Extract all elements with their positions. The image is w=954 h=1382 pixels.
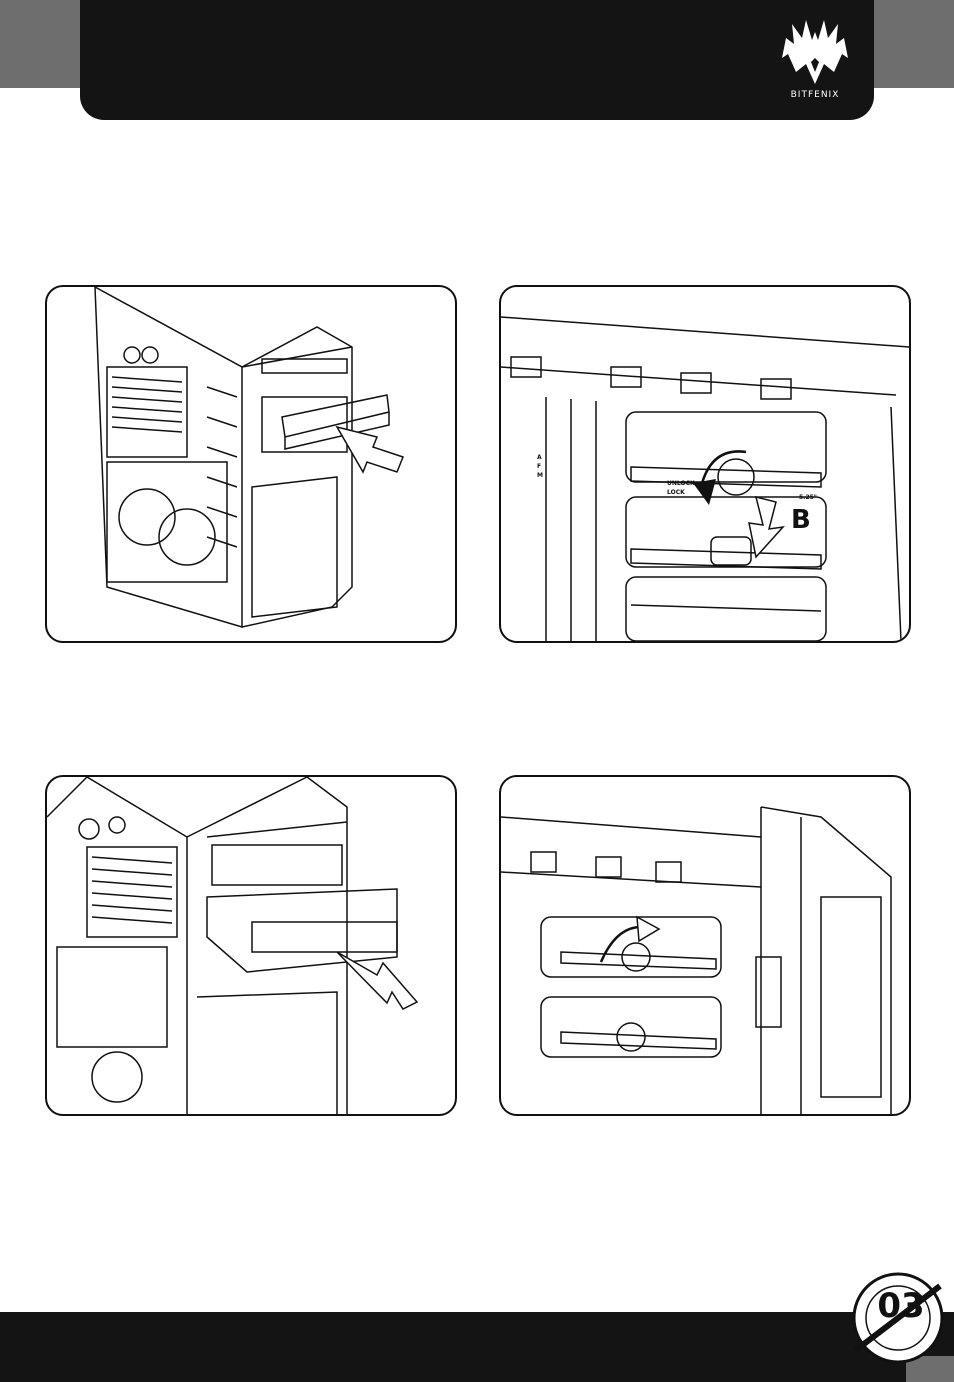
side-letter-f: F xyxy=(537,463,541,470)
lock-clip-illustration xyxy=(501,777,909,1114)
insert-drive-illustration xyxy=(47,777,455,1114)
page-number: 03 xyxy=(866,1286,936,1326)
case-remove-cover-illustration xyxy=(47,287,455,641)
panel-step-4 xyxy=(499,775,911,1116)
panel-step-2: UNLOCK LOCK 5.25" A F M B xyxy=(499,285,911,643)
callout-b: B xyxy=(791,505,811,535)
panel-step-1 xyxy=(45,285,457,643)
unlock-clip-illustration: UNLOCK LOCK 5.25" A F M xyxy=(501,287,909,641)
header-bar: BITFENIX xyxy=(80,0,874,120)
panel-step-3 xyxy=(45,775,457,1116)
logo-text: BITFENIX xyxy=(778,90,852,100)
footer-bar xyxy=(0,1312,954,1382)
unlock-label: UNLOCK xyxy=(667,480,695,487)
side-letter-a: A xyxy=(537,454,542,461)
side-letter-m: M xyxy=(537,472,543,479)
lock-label: LOCK xyxy=(667,489,685,496)
size-label: 5.25" xyxy=(799,494,817,501)
header-gray-right xyxy=(874,0,954,88)
header-gray-left xyxy=(0,0,80,88)
